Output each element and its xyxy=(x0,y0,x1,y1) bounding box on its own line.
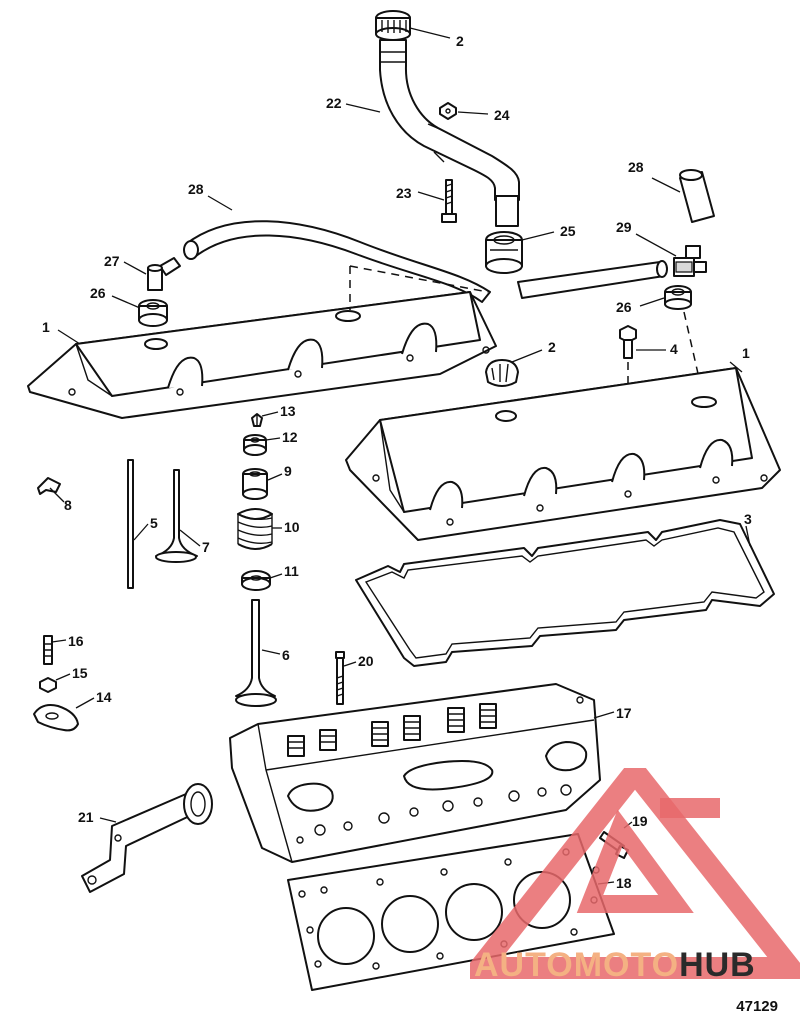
callout-2-top: 2 xyxy=(456,33,464,49)
valve-keeper-13 xyxy=(251,413,263,427)
oil-fill-tube xyxy=(379,39,520,227)
watermark-text-part2: HUB xyxy=(679,946,756,984)
callout-16: 16 xyxy=(68,633,84,649)
callout-1-left: 1 xyxy=(42,319,50,335)
callout-14: 14 xyxy=(96,689,112,705)
grommet-26-right xyxy=(664,285,692,310)
callout-5: 5 xyxy=(150,515,158,531)
nut-24 xyxy=(439,102,457,120)
callout-9: 9 xyxy=(284,463,292,479)
rocker-stud-16 xyxy=(43,635,53,665)
callout-19: 19 xyxy=(632,813,648,829)
automotohub-watermark-text: AUTOMOTOHUB xyxy=(474,946,756,985)
callout-13: 13 xyxy=(280,403,296,419)
hose-28-short xyxy=(679,169,715,223)
callout-10: 10 xyxy=(284,519,300,535)
rocker-cover-left xyxy=(27,291,497,419)
callout-27: 27 xyxy=(104,253,120,269)
callout-8: 8 xyxy=(64,497,72,513)
callout-26-right: 26 xyxy=(616,299,632,315)
valve-cap-12 xyxy=(243,434,267,456)
callout-25: 25 xyxy=(560,223,576,239)
callout-4: 4 xyxy=(670,341,678,357)
lift-bracket-21 xyxy=(81,783,213,893)
callout-numbers: 2 22 24 23 25 28 27 26 1 28 29 26 4 2 1 … xyxy=(42,33,752,891)
oil-filler-cap-top xyxy=(375,10,411,41)
callout-1-right: 1 xyxy=(742,345,750,361)
spring-seat-11 xyxy=(241,570,271,591)
exhaust-valve-6 xyxy=(235,599,277,707)
fitting-29 xyxy=(673,245,707,277)
hose-28-left xyxy=(183,220,491,303)
callout-23: 23 xyxy=(396,185,412,201)
callout-17: 17 xyxy=(616,705,632,721)
callout-26-left: 26 xyxy=(90,285,106,301)
callout-12: 12 xyxy=(282,429,298,445)
callout-7: 7 xyxy=(202,539,210,555)
vent-fitting-27 xyxy=(147,257,181,291)
automotohub-logo-mark xyxy=(470,768,800,979)
callout-3: 3 xyxy=(744,511,752,527)
oil-filler-cap-middle xyxy=(485,359,519,387)
callout-2-middle: 2 xyxy=(548,339,556,355)
callout-6: 6 xyxy=(282,647,290,663)
head-bolt-20 xyxy=(335,651,345,705)
bolt-23 xyxy=(441,179,457,223)
callout-20: 20 xyxy=(358,653,374,669)
callout-11: 11 xyxy=(284,563,299,579)
callout-15: 15 xyxy=(72,665,88,681)
valve-spring-10 xyxy=(237,508,273,550)
callout-18: 18 xyxy=(616,875,632,891)
callout-22: 22 xyxy=(326,95,342,111)
hose-28-right xyxy=(517,260,668,299)
leader-lines xyxy=(49,27,751,885)
callout-21: 21 xyxy=(78,809,94,825)
intake-valve-7 xyxy=(155,469,198,563)
bolt-4 xyxy=(619,325,637,359)
rocker-cover-right xyxy=(345,367,781,541)
valve-seal-9 xyxy=(242,468,268,500)
grommet-25 xyxy=(485,231,523,274)
callout-28-right: 28 xyxy=(628,159,644,175)
grommet-26-left xyxy=(138,299,168,327)
head-valve-springs xyxy=(287,703,497,757)
callout-29: 29 xyxy=(616,219,632,235)
alignment-line-left xyxy=(349,265,489,310)
rocker-cover-gasket xyxy=(355,519,775,667)
watermark-text-part1: AUTOMOTO xyxy=(474,946,680,984)
rocker-arm-14 xyxy=(33,704,79,732)
callout-24: 24 xyxy=(494,107,510,123)
figure-number: 47129 xyxy=(736,998,778,1015)
rocker-ball-8 xyxy=(37,477,61,495)
cylinder-head xyxy=(229,683,601,863)
callout-28-left: 28 xyxy=(188,181,204,197)
nut-15 xyxy=(39,677,57,693)
pushrod-5 xyxy=(127,459,134,589)
